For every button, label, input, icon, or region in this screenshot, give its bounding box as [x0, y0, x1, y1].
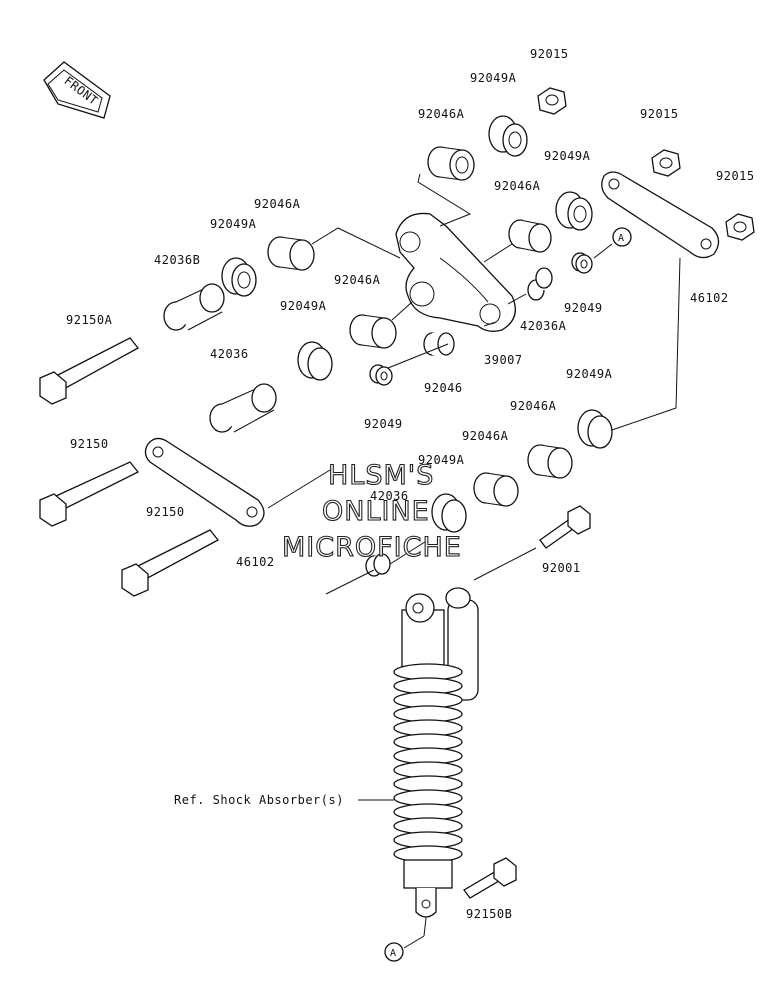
- bolt-92150a: [39, 337, 139, 405]
- label-42036a: 42036A: [520, 319, 567, 333]
- label-42036: 42036: [210, 347, 249, 361]
- ref-marker-a-bottom-label: A: [390, 948, 397, 959]
- collar-42036a: [527, 267, 553, 301]
- bearing-92046a-lower-right: [527, 444, 573, 479]
- label-92150a: 92150A: [66, 313, 113, 327]
- label-92150: 92150: [146, 505, 185, 519]
- washer-92049: [369, 364, 393, 386]
- label-46102: 46102: [690, 291, 729, 305]
- washer-92049a-top: [488, 115, 528, 157]
- bolt-92150-a: [39, 461, 140, 527]
- label-92015: 92015: [530, 47, 569, 61]
- bolt-92001: [539, 505, 591, 549]
- nut-92015-top: [537, 87, 567, 115]
- label-92046a: 92046A: [510, 399, 557, 413]
- front-arrow-icon: FRONT: [43, 61, 111, 119]
- label-92015: 92015: [716, 169, 755, 183]
- watermark-line-1: HLSM'S: [328, 460, 434, 491]
- nut-92015-right: [651, 149, 681, 177]
- leader-lines: [267, 173, 681, 949]
- label-92046: 92046: [424, 381, 463, 395]
- ref-marker-a-bottom: A: [384, 942, 404, 962]
- nut-92015-far-right: [725, 213, 755, 241]
- watermark: HLSM'S ONLINE MICROFICHE: [281, 459, 462, 563]
- label-92049a: 92049A: [280, 299, 327, 313]
- ref-marker-a-top: A: [612, 227, 632, 247]
- bearing-92046: [423, 332, 455, 356]
- rocker-arm-39007: [395, 212, 516, 332]
- watermark-line-3: MICROFICHE: [282, 532, 462, 563]
- part-labels: 92015 92049A 92046A 92015 92049A 92046A …: [66, 47, 755, 921]
- bearing-92046a-left: [267, 236, 315, 271]
- washer-92049a-left: [221, 257, 257, 297]
- bearing-92046a-lower-left: [473, 472, 519, 507]
- washer-92049a-bottom: [431, 493, 467, 533]
- washer-92049a-right: [555, 191, 593, 231]
- label-92150b: 92150B: [466, 907, 512, 921]
- label-92046a: 92046A: [334, 273, 381, 287]
- label-92049a: 92049A: [418, 453, 465, 467]
- bolt-92150b: [463, 857, 517, 899]
- label-92046a: 92046A: [494, 179, 541, 193]
- label-92015: 92015: [640, 107, 679, 121]
- label-92049a: 92049A: [210, 217, 257, 231]
- label-42036b: 42036B: [154, 253, 200, 267]
- watermark-line-2: ONLINE: [322, 496, 430, 527]
- label-46102: 46102: [236, 555, 275, 569]
- label-92046a: 92046A: [254, 197, 301, 211]
- label-92049a: 92049A: [544, 149, 591, 163]
- collar-42036b: [163, 283, 225, 331]
- label-ref-shock-absorber: Ref. Shock Absorber(s): [174, 793, 344, 807]
- collar-42036-lower: [365, 553, 391, 577]
- label-39007: 39007: [484, 353, 523, 367]
- collar-42036: [209, 383, 277, 433]
- washer-92049a-center: [297, 341, 333, 381]
- link-46102-left: [144, 437, 265, 527]
- link-46102-right: [601, 171, 720, 259]
- bearing-92046a-center: [508, 219, 552, 253]
- washer-92049a-lower: [577, 409, 613, 449]
- bearing-92046a-top: [427, 146, 475, 181]
- shock-absorber: [393, 587, 479, 918]
- label-92049: 92049: [564, 301, 603, 315]
- shock-spring: [393, 663, 463, 863]
- label-92046a: 92046A: [462, 429, 509, 443]
- ref-marker-a-top-label: A: [618, 233, 625, 244]
- label-92049a: 92049A: [566, 367, 613, 381]
- label-92049: 92049: [364, 417, 403, 431]
- washer-92049-small: [571, 252, 593, 274]
- label-92001: 92001: [542, 561, 581, 575]
- label-92046a: 92046A: [418, 107, 465, 121]
- label-42036: 42036: [370, 489, 409, 503]
- label-92150: 92150: [70, 437, 109, 451]
- label-92049a: 92049A: [470, 71, 517, 85]
- bearing-92046a-mid: [349, 314, 397, 349]
- bolt-92150-b: [121, 529, 219, 597]
